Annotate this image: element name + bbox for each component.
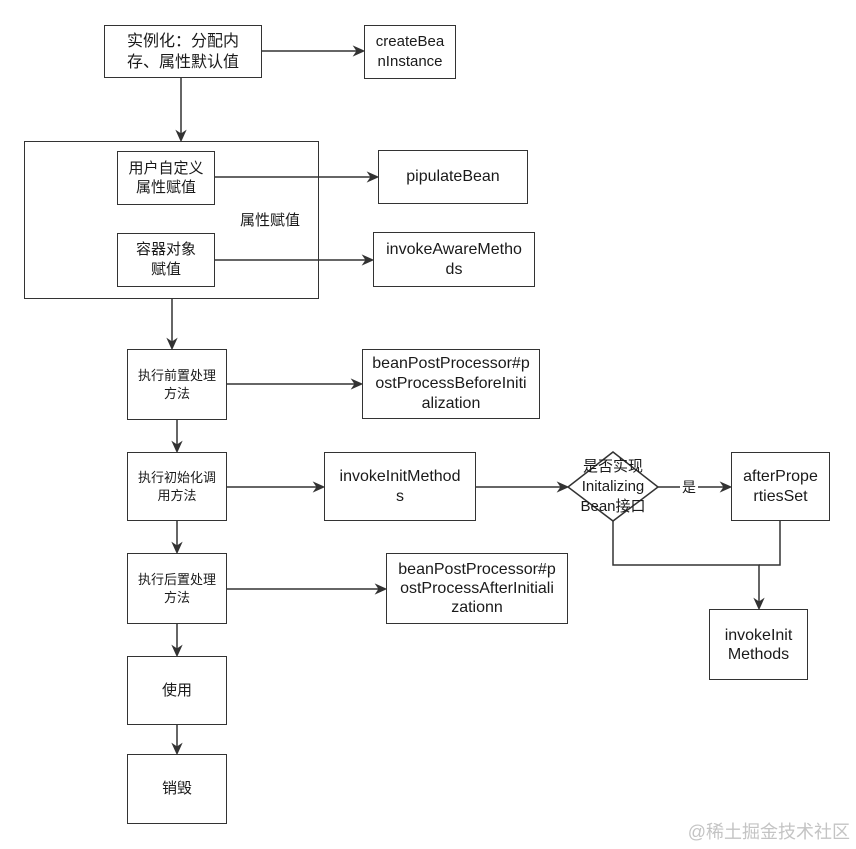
pre-processing-node: 执行前置处理 方法 [127,349,227,420]
instantiate-node: 实例化：分配内 存、属性默认值 [104,25,262,78]
arrowhead [352,45,366,57]
invoke-aware-methods-node: invokeAwareMetho ds [373,232,535,287]
destroy-node: 销毁 [127,754,227,824]
arrowhead [374,583,388,595]
post-processing-node: 执行后置处理 方法 [127,553,227,624]
populate-bean-node: pipulateBean [378,150,528,204]
edge-yes-label: 是 [680,477,698,497]
post-process-before-initialization-node: beanPostProcessor#p ostProcessBeforeInit… [362,349,540,419]
init-call-node: 执行初始化调 用方法 [127,452,227,521]
container-object-assignment-node: 容器对象 赋值 [117,233,215,287]
after-properties-set-node: afterPrope rtiesSet [731,452,830,521]
property-assignment-group [24,141,319,299]
arrowhead [361,254,375,266]
arrowhead [366,171,380,183]
arrowhead [171,644,183,658]
post-process-after-initialization-node: beanPostProcessor#p ostProcessAfterIniti… [386,553,568,624]
arrowhead [753,597,765,611]
arrowhead [312,481,326,493]
arrowhead [171,742,183,756]
arrowhead [719,481,733,493]
arrowhead [166,337,178,351]
edge-decision-to-invoke-init-methods-2 [612,521,760,602]
arrowhead [556,481,570,493]
arrowhead [350,378,364,390]
invoke-init-methods-2-node: invokeInit Methods [709,609,808,680]
watermark: @稀土掘金技术社区 [687,822,850,842]
property-assignment-group-label: 属性赋值 [239,212,300,229]
arrowhead [171,440,183,454]
invoke-init-methods-node: invokeInitMethod s [324,452,476,521]
arrowhead [175,129,187,143]
use-node: 使用 [127,656,227,725]
create-bean-instance-node: createBea nInstance [364,25,456,79]
edge-after-properties-set-merge [759,521,781,566]
decision-diamond [566,451,660,522]
decision-initializing-bean-label: 是否实现 Initalizing Bean接口 [580,457,646,515]
arrowhead [171,541,183,555]
user-defined-properties-node: 用户自定义 属性赋值 [117,151,215,205]
